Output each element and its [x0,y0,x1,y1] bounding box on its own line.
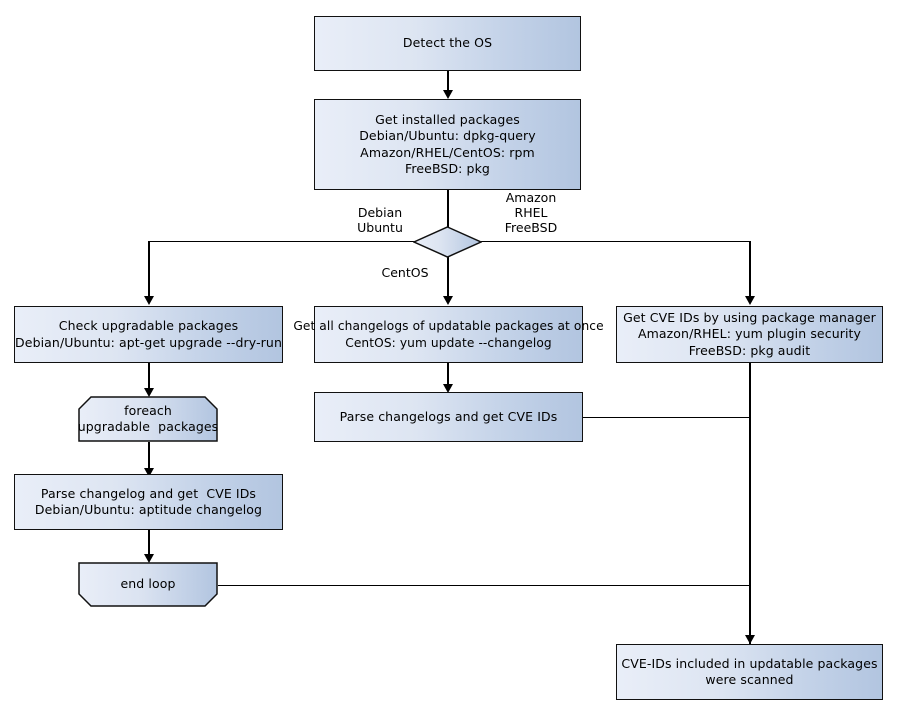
node-end-loop[interactable]: end loop [78,562,218,607]
edge-label-center-branch: CentOS [381,265,429,280]
connector-right-branch-drop [749,241,751,297]
connector-parse-to-endloop [148,530,150,560]
arrowhead-foreach-to-parse [143,468,154,477]
arrowhead-allchangelogs-to-parse [442,384,453,393]
node-get-all-changelogs-label: Get all changelogs of updatable packages… [293,319,604,350]
decision-diamond-icon [413,226,482,258]
connector-left-branch-drop [148,241,150,297]
connector-upgradable-to-foreach [148,363,150,392]
connector-center-branch-drop [447,257,449,297]
connector-parsemulti-to-trunk [582,416,750,419]
arrowhead-trunk-to-result [744,635,755,644]
connector-foreach-to-parse [148,442,150,474]
node-parse-changelogs-multi-label: Parse changelogs and get CVE IDs [339,408,558,424]
arrowhead-detect-to-packages [442,90,453,99]
node-scanned-result[interactable]: CVE-IDs included in updatable packages w… [616,644,883,700]
connector-packages-to-decision [447,190,449,228]
arrowhead-center-branch [442,296,453,305]
node-parse-changelog-single[interactable]: Parse changelog and get CVE IDs Debian/U… [14,474,283,530]
node-foreach-loop-label: foreach upgradable packages [77,402,219,435]
node-scanned-result-label: CVE-IDs included in updatable packages w… [621,655,878,688]
node-parse-changelog-single-label: Parse changelog and get CVE IDs Debian/U… [34,485,263,518]
arrowhead-right-branch [744,296,755,305]
loop-start-shape-icon [78,396,218,442]
connector-branch-bar-right [481,240,751,243]
connector-endloop-to-trunk [218,584,750,587]
connector-right-trunk [749,363,751,645]
arrowhead-left-branch [143,296,154,305]
node-check-upgradable[interactable]: Check upgradable packages Debian/Ubuntu:… [14,306,283,363]
node-get-installed-packages-label: Get installed packages Debian/Ubuntu: dp… [359,111,536,177]
node-get-all-changelogs[interactable]: Get all changelogs of updatable packages… [293,306,604,363]
node-detect-os-label: Detect the OS [402,35,493,51]
node-get-installed-packages[interactable]: Get installed packages Debian/Ubuntu: dp… [314,99,581,190]
edge-label-right-branch: Amazon RHEL FreeBSD [504,190,558,235]
node-os-decision[interactable] [413,226,482,258]
node-end-loop-label: end loop [120,576,176,592]
node-get-cve-ids-package-manager-label: Get CVE IDs by using package manager Ama… [623,309,876,358]
arrowhead-parse-to-endloop [143,554,154,563]
node-check-upgradable-label: Check upgradable packages Debian/Ubuntu:… [15,318,282,350]
node-get-cve-ids-package-manager[interactable]: Get CVE IDs by using package manager Ama… [616,306,883,363]
arrowhead-upgradable-to-foreach [143,388,154,397]
connector-allchangelogs-to-parse [447,363,449,389]
connector-branch-bar-left [149,240,415,243]
node-parse-changelogs-multi[interactable]: Parse changelogs and get CVE IDs [314,392,583,442]
connector-detect-to-packages [447,71,449,93]
node-detect-os[interactable]: Detect the OS [314,16,581,71]
loop-end-shape-icon [78,562,218,607]
edge-label-left-branch: Debian Ubuntu [357,205,403,235]
node-foreach-loop[interactable]: foreach upgradable packages [78,396,218,442]
